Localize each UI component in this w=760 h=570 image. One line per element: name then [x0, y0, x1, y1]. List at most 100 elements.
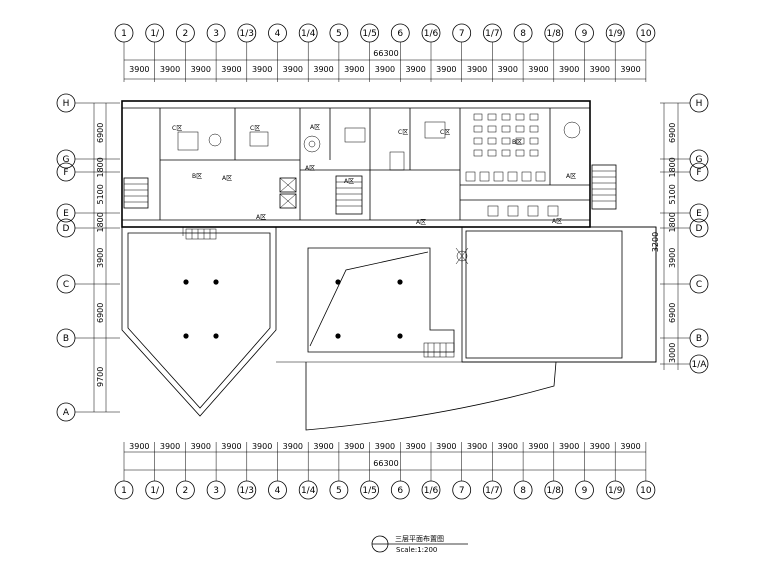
bottom-axis-label: 6 [397, 486, 403, 496]
top-axis-label: 1/4 [301, 29, 316, 39]
vertical-dimension: 3900 [96, 248, 105, 268]
room-label: C区 [440, 129, 450, 136]
bottom-axis-bubble: 1/8 [544, 480, 564, 500]
vertical-dimension: 3000 [668, 343, 677, 363]
room-label: C区 [250, 125, 260, 132]
room-label: A区 [344, 178, 354, 185]
bay-dimension: 3900 [252, 65, 272, 74]
room-labels: A区 C区 B区 A区 C区 A区 B区 A区 A区 A区 A区 A区 C区 C… [172, 124, 576, 226]
bottom-axis-bubble: 1 [114, 480, 134, 500]
left-axis-label: C [63, 280, 69, 290]
vertical-dimension: 9700 [96, 367, 105, 387]
bottom-axis-label: 1 [121, 486, 127, 496]
column-dot [335, 333, 341, 339]
bottom-axis-label: 7 [459, 486, 465, 496]
top-axis-label: 8 [520, 29, 526, 39]
drawing-scale: Scale:1:200 [396, 546, 437, 554]
right-axis-bubble: H [660, 93, 709, 113]
bay-dimension: 3900 [221, 65, 241, 74]
booth-seat [465, 171, 476, 182]
top-axis-label: 3 [213, 29, 219, 39]
right-extra-dimension: 3200 [651, 232, 660, 252]
left-axis-bubble: A [56, 402, 120, 422]
left-axis-bubble: F [56, 162, 120, 182]
top-axis-label: 1/8 [547, 29, 562, 39]
room-label: A区 [305, 165, 315, 172]
dining-table [515, 149, 525, 157]
booth-seat [507, 171, 518, 182]
room-label: A区 [566, 173, 576, 180]
right-axis-label: F [696, 168, 701, 178]
booth-seat [521, 171, 532, 182]
bottom-axis-label: 1/7 [485, 486, 499, 496]
vertical-dimension: 5100 [668, 184, 677, 204]
bottom-axis-label: 1/ [150, 486, 160, 496]
right-wing [461, 226, 657, 363]
bottom-axis-bubble: 1/4 [298, 480, 318, 500]
dining-table [501, 125, 511, 133]
bay-dimension: 3900 [191, 442, 211, 451]
dining-table [501, 149, 511, 157]
top-axis-bubble: 1/4 [298, 23, 318, 43]
dining-table [487, 137, 497, 145]
bottom-axis-bubble: 2 [175, 480, 195, 500]
left-axis-bubble: E [56, 203, 120, 223]
top-axis-bubble: 1 [114, 23, 134, 43]
top-axis-label: 7 [459, 29, 465, 39]
bay-dimension: 3900 [221, 442, 241, 451]
bay-dimension: 3900 [283, 65, 303, 74]
vertical-dimension: 3900 [668, 248, 677, 268]
room-label: C区 [172, 125, 182, 132]
overall-dimension-top: 66300 [373, 49, 398, 58]
bay-dimension: 3900 [620, 65, 640, 74]
top-axis-bubble: 4 [268, 23, 287, 43]
top-axis-label: 1 [121, 29, 127, 39]
left-axis-bubble: D [56, 218, 120, 238]
right-axis-label: B [696, 334, 702, 344]
bottom-axis-label: 2 [183, 486, 189, 496]
top-axis-label: 1/7 [485, 29, 499, 39]
top-axis-label: 2 [183, 29, 189, 39]
right-axis-bubble: F [660, 162, 709, 182]
vertical-dimension: 1800 [668, 157, 677, 177]
bay-dimension: 3900 [590, 65, 610, 74]
bottom-axis-bubble: 3 [206, 480, 226, 500]
booth-seat [493, 171, 504, 182]
bottom-axis-label: 1/5 [362, 486, 376, 496]
top-axis-bubble: 3 [206, 23, 226, 43]
bay-dimension: 3900 [528, 65, 548, 74]
upper-block [121, 100, 617, 228]
bay-dimension: 3900 [559, 65, 579, 74]
column-dot [213, 333, 219, 339]
right-axis-label: C [696, 280, 702, 290]
dining-table [487, 149, 497, 157]
room-label: A区 [310, 124, 320, 131]
dining-table [529, 149, 539, 157]
top-axis-label: 1/6 [424, 29, 439, 39]
right-axis-bubble: E [660, 203, 709, 223]
bay-dimension: 3900 [620, 442, 640, 451]
top-axis-bubble: 1/6 [421, 23, 441, 43]
bottom-axis-bubble: 8 [513, 480, 533, 500]
bottom-axis-bubble: 1/ [145, 480, 165, 500]
bottom-axis-bubble: 1/6 [421, 480, 441, 500]
bottom-axis-bubble: 5 [329, 480, 349, 500]
right-axis-label: D [696, 224, 703, 234]
vertical-dimension: 6900 [96, 303, 105, 323]
bottom-axis-label: 5 [336, 486, 342, 496]
drawing-title-block: 三层平面布置图 Scale:1:200 [371, 534, 468, 554]
room-label: B区 [512, 139, 522, 146]
bay-dimension: 3900 [283, 442, 303, 451]
dining-table [473, 137, 483, 145]
bottom-axis-label: 1/6 [424, 486, 439, 496]
bay-dimension: 3900 [375, 442, 395, 451]
bottom-axis-bubble: 6 [390, 480, 410, 500]
booth-seat [535, 171, 546, 182]
left-axis-bubble: G [56, 149, 120, 169]
bottom-axis-bubble: 9 [575, 480, 594, 500]
top-axis-bubble: 5 [329, 23, 349, 43]
bottom-axis-bubble: 10 [636, 480, 656, 500]
